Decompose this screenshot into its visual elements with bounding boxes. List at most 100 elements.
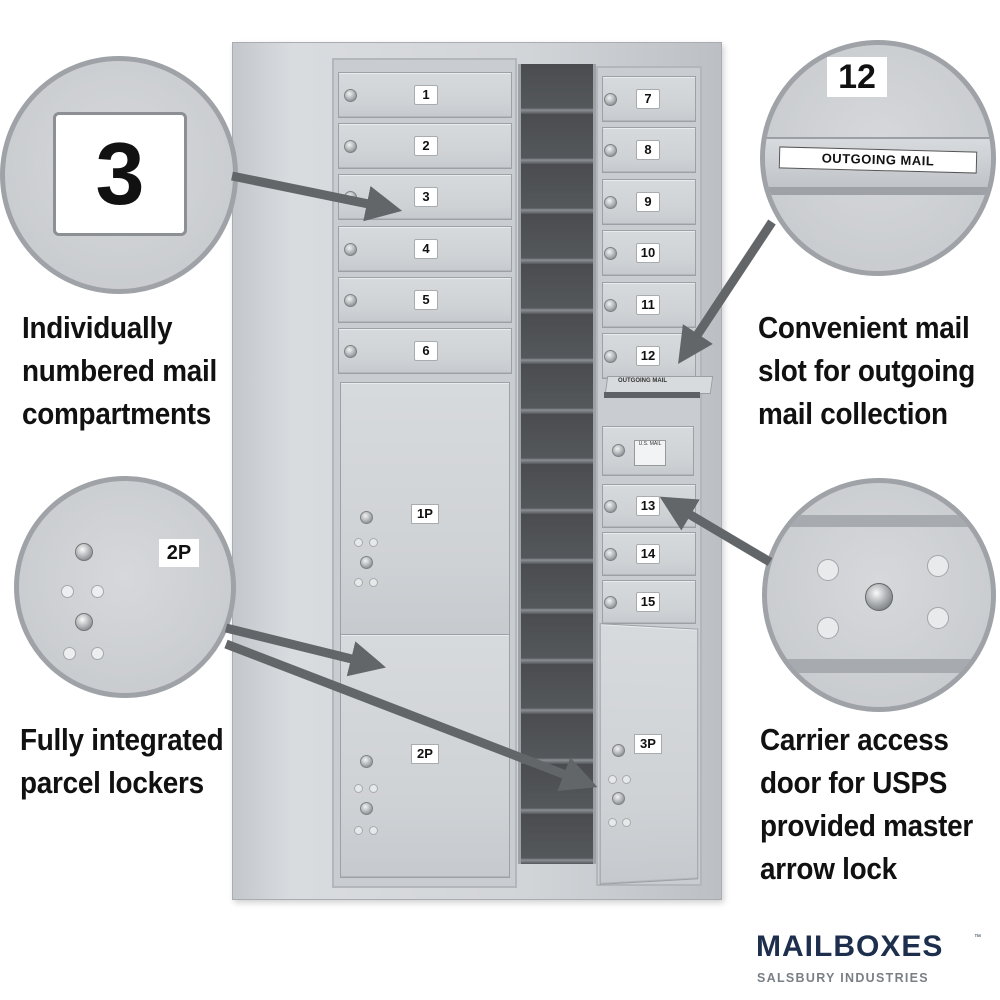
parcel-locker-number: 1P <box>411 504 439 524</box>
rivet-icon <box>354 538 363 547</box>
arrow-icon <box>678 219 776 365</box>
arrow-icon <box>224 639 598 792</box>
outgoing-slot-label: OUTGOING MAIL <box>618 378 667 384</box>
lock-icon <box>604 548 617 561</box>
parcel-locker-number: 3P <box>634 734 662 754</box>
caption-line: parcel lockers <box>20 765 204 800</box>
door-edge <box>767 515 991 527</box>
rivet-icon <box>608 818 617 827</box>
lock-icon <box>604 93 617 106</box>
door-number-label: 3 <box>414 187 438 208</box>
rivet-icon <box>369 784 378 793</box>
rivet-icon <box>817 559 839 581</box>
rivet-icon <box>354 826 363 835</box>
lock-icon <box>612 792 625 805</box>
lock-icon <box>344 242 357 256</box>
door-number-label: 10 <box>636 243 660 264</box>
rivet-icon <box>369 578 378 587</box>
lock-icon <box>604 247 617 261</box>
carrier-door-label: U.S. MAIL <box>634 440 666 466</box>
door-number-label: 11 <box>636 294 660 315</box>
arrow-icon <box>231 171 403 222</box>
rivet-icon <box>608 775 617 784</box>
lock-icon <box>360 511 373 524</box>
caption-line: compartments <box>22 396 212 431</box>
caption-line: numbered mail <box>22 353 217 388</box>
door-number-label: 6 <box>414 341 438 361</box>
caption-line: door for USPS <box>760 765 948 800</box>
lock-icon <box>360 556 373 569</box>
door-number-label: 4 <box>414 238 438 259</box>
lock-icon <box>360 802 373 815</box>
callout-outgoing-slot-detail: 12 OUTGOING MAIL <box>760 40 996 276</box>
lock-icon <box>604 350 617 363</box>
lock-icon <box>612 444 625 457</box>
lock-icon <box>604 195 617 209</box>
rivet-icon <box>91 585 104 598</box>
caption-line: mail collection <box>758 396 948 431</box>
door-number-label: 2 <box>414 136 438 157</box>
rivet-icon <box>817 617 839 639</box>
outgoing-slot-opening <box>604 392 700 398</box>
rivet-icon <box>354 578 363 587</box>
door-number-plate: 3 <box>53 112 187 236</box>
parcel-locker-number: 2P <box>411 744 439 764</box>
open-interior <box>518 64 596 864</box>
brand-logo: MAILBOXES <box>756 930 944 963</box>
door-number-label: 15 <box>636 592 660 612</box>
caption-line: Fully integrated <box>20 722 224 757</box>
lock-icon <box>344 293 357 307</box>
door-number-label: 5 <box>414 289 438 310</box>
rivet-icon <box>354 784 363 793</box>
parcel-locker-number: 2P <box>159 539 199 567</box>
lock-icon <box>604 144 617 158</box>
caption-line: provided master <box>760 808 974 843</box>
door-number-label: 14 <box>636 544 660 564</box>
caption-line: Individually <box>22 310 173 345</box>
lock-icon <box>75 543 93 561</box>
lock-icon <box>344 89 357 102</box>
master-arrow-lock-icon <box>865 583 893 611</box>
caption-line: Convenient mail <box>758 310 970 345</box>
rivet-icon <box>61 585 74 598</box>
callout-carrier-lock-detail <box>762 478 996 712</box>
rivet-icon <box>369 538 378 547</box>
door-number-label: 1 <box>414 85 438 105</box>
door-number-plate: 12 <box>827 57 887 97</box>
rivet-icon <box>622 775 631 784</box>
door-number-label: 7 <box>636 89 660 109</box>
arrow-icon <box>224 623 386 677</box>
lock-icon <box>344 345 357 358</box>
rivet-icon <box>927 555 949 577</box>
slot-ledge <box>765 187 991 195</box>
door-number-label: 13 <box>636 496 660 516</box>
caption-line: slot for outgoing <box>758 353 976 388</box>
rivet-icon <box>63 647 76 660</box>
caption-parcel-lockers: Fully integrated parcel lockers <box>20 718 224 804</box>
lock-icon <box>604 596 617 609</box>
mail-compartment-door[interactable] <box>338 123 512 170</box>
lock-icon <box>75 613 93 631</box>
door-number-label: 8 <box>636 140 660 161</box>
door-number-label: 12 <box>636 346 660 366</box>
trademark-symbol: ™ <box>974 934 981 941</box>
arrow-icon <box>659 496 773 566</box>
lock-icon <box>612 744 625 757</box>
caption-outgoing-slot: Convenient mail slot for outgoing mail c… <box>758 306 975 435</box>
brand-tagline: SALSBURY INDUSTRIES <box>757 971 929 985</box>
callout-parcel-locker-detail: 2P <box>14 476 236 698</box>
door-edge <box>767 659 991 673</box>
rivet-icon <box>369 826 378 835</box>
lock-icon <box>360 755 373 768</box>
caption-line: arrow lock <box>760 851 897 886</box>
caption-numbered-compartments: Individually numbered mail compartments <box>22 306 217 435</box>
rivet-icon <box>927 607 949 629</box>
rivet-icon <box>91 647 104 660</box>
lock-icon <box>604 298 617 312</box>
caption-line: Carrier access <box>760 722 949 757</box>
lock-icon <box>604 500 617 513</box>
rivet-icon <box>622 818 631 827</box>
mail-compartment-door[interactable] <box>338 225 512 272</box>
door-number-label: 9 <box>636 191 660 212</box>
